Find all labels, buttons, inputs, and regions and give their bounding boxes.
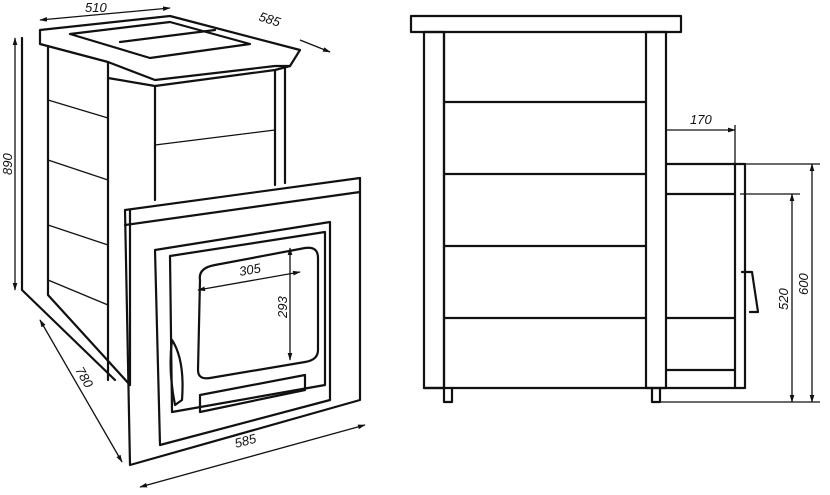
dim-height: 890 bbox=[0, 153, 15, 175]
dim-door-width: 305 bbox=[238, 260, 263, 279]
dim-top-depth: 585 bbox=[257, 9, 283, 30]
dim-side-box-depth: 170 bbox=[690, 112, 712, 127]
dim-front-width: 585 bbox=[233, 431, 259, 451]
isometric-view: 510 585 890 780 585 305 293 bbox=[0, 0, 366, 488]
dim-side-depth: 780 bbox=[72, 364, 96, 391]
dim-side-box-height: 520 bbox=[776, 288, 791, 310]
dim-side-box-total-height: 600 bbox=[796, 273, 811, 295]
dim-door-height: 293 bbox=[275, 296, 290, 319]
side-view: 170 600 520 bbox=[409, 14, 820, 404]
dim-top-width: 510 bbox=[85, 0, 107, 15]
